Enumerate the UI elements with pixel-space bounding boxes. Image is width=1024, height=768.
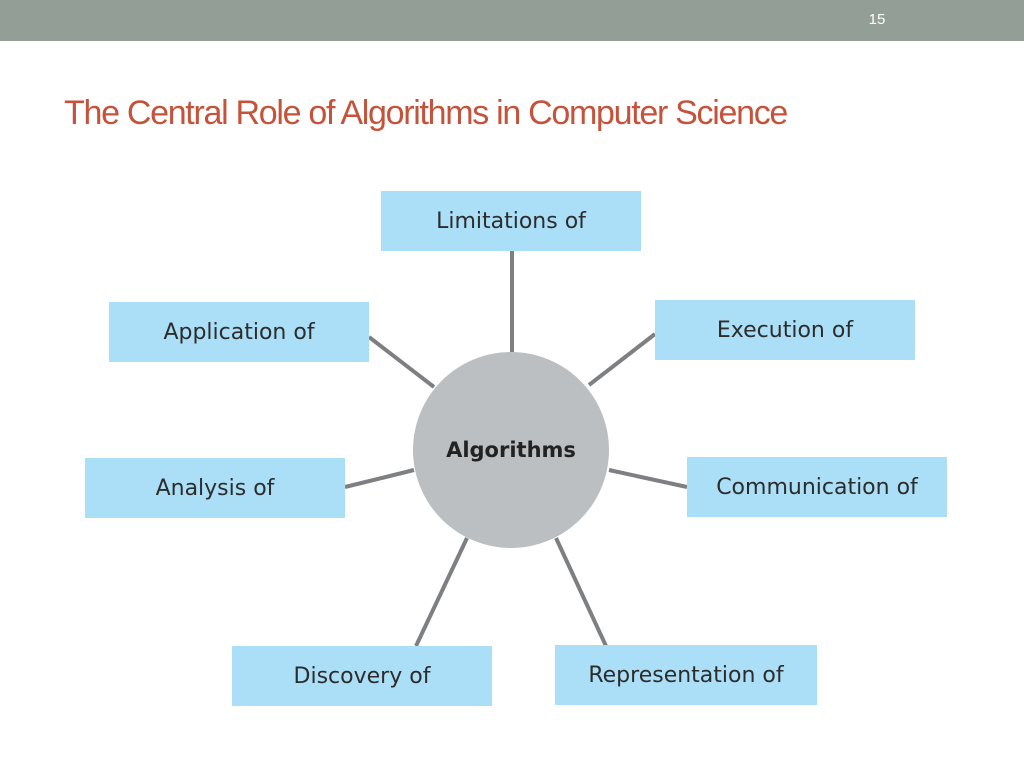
connector-discovery <box>414 537 469 647</box>
connector-representation <box>554 537 608 647</box>
node-limitations: Limitations of <box>381 191 641 251</box>
node-communication: Communication of <box>687 457 947 517</box>
top-bar: 15 <box>0 0 1024 41</box>
node-analysis: Analysis of <box>85 458 345 518</box>
node-execution: Execution of <box>655 300 915 360</box>
node-discovery: Discovery of <box>232 646 492 706</box>
slide-number: 15 <box>868 11 886 28</box>
connector-execution <box>587 332 657 387</box>
slide-title: The Central Role of Algorithms in Comput… <box>64 94 788 132</box>
hub-algorithms: Algorithms <box>413 352 609 548</box>
node-application: Application of <box>109 302 369 362</box>
node-representation: Representation of <box>555 645 817 705</box>
connector-application <box>367 335 436 389</box>
connector-communication <box>608 468 688 489</box>
connector-analysis <box>344 468 415 489</box>
